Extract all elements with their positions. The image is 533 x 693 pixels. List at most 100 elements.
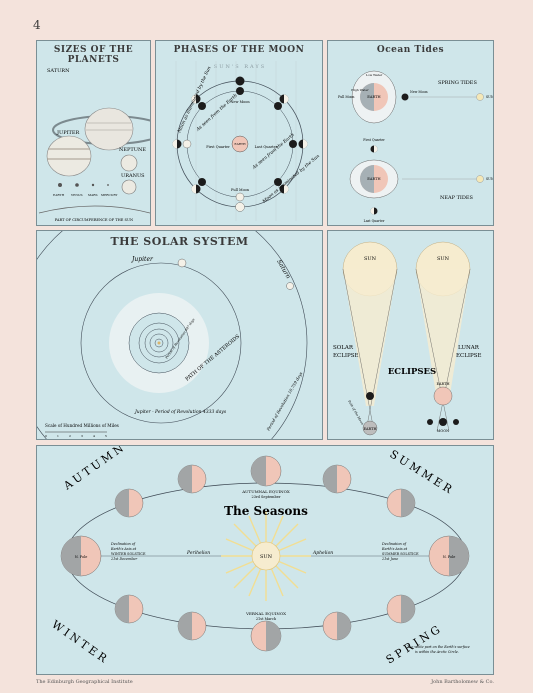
solar-system-panel: THE SOLAR SYSTEM Jupiter Saturn PATH OF …	[36, 230, 323, 440]
seasons-figure: SUN The Seasons AUTUMNAL EQUINOX 23rd Se…	[49, 446, 470, 667]
solar-earth	[362, 420, 378, 436]
footer-left: The Edinburgh Geographical Institute	[36, 679, 133, 685]
jupiter-label: JUPITER	[56, 130, 80, 136]
moon-title: PHASES OF THE MOON	[173, 45, 305, 55]
svg-text:21st June: 21st June	[381, 557, 398, 561]
solar-moon	[366, 392, 374, 400]
page-number: 4	[33, 18, 41, 32]
perihelion-label: Perihelion	[186, 550, 210, 556]
lunar-sun-label: SUN	[437, 256, 450, 262]
saturn-period-label: Period of Revolution 10,759 days	[265, 371, 303, 432]
planets-title: SIZES OF THE PLANETS	[53, 45, 134, 65]
scale-tick: 4	[93, 434, 95, 438]
neap-tides-label: NEAP TIDES	[440, 195, 474, 201]
autumnal-equinox-date: 23rd September	[252, 495, 281, 499]
small-planet-label: MERCURY	[101, 193, 118, 197]
svg-text:Earth's Axis at: Earth's Axis at	[110, 547, 137, 551]
lunar-earth	[433, 386, 453, 406]
spring-earth-label: EARTH	[367, 95, 380, 99]
earth-label: EARTH	[234, 142, 246, 146]
outer-right-label: Moon as illuminated by the Sun	[261, 153, 321, 205]
last-quarter-label: Last Quarter	[255, 145, 278, 149]
seasons-sun-label: SUN	[260, 554, 273, 560]
spring-new-moon-label: New Moon	[410, 90, 428, 94]
solar-eclipse-label: SOLAR	[333, 345, 354, 351]
spring-moon	[401, 93, 409, 101]
scale-tick: 0	[45, 434, 47, 438]
aphelion-label: Aphelion	[312, 550, 333, 556]
scale-label: Scale of Hundred Millions of Miles	[45, 423, 119, 428]
svg-text:Declination of: Declination of	[381, 542, 407, 546]
saturn-planet	[84, 107, 134, 151]
scale-tick: 1	[57, 434, 59, 438]
earth-center	[231, 135, 249, 153]
inner-left-label: As seen from the Earth	[195, 93, 239, 134]
lunar-moon-label: MOON	[437, 429, 449, 433]
neap-sun-label: SUN	[486, 177, 494, 181]
solar-title: THE SOLAR SYSTEM	[110, 235, 249, 248]
sun-rays-label: SUN'S RAYS	[214, 64, 266, 70]
sun-circumference-note: PART OF CIRCUMFERENCE OF THE SUN	[55, 218, 133, 222]
vernal-equinox-date: 21st March	[256, 617, 277, 621]
footnote-line: The white part on the Earth's surface	[407, 645, 470, 649]
vernal-equinox-label: VERNAL EQUINOX	[245, 611, 286, 616]
eclipses-title: ECLIPSES	[388, 367, 436, 377]
sun-dot	[157, 341, 161, 345]
winter-solstice-note: Declination of Earth's Axis at WINTER SO…	[110, 542, 146, 561]
left-globe-label: N. Pole	[75, 555, 88, 559]
sun-arc	[38, 205, 150, 214]
inner-right-label: As seen from the Earth	[251, 132, 296, 171]
neap-first-quarter: First Quarter	[363, 138, 385, 142]
solar-earth-label: EARTH	[363, 427, 376, 431]
moon-phases-panel: PHASES OF THE MOON SUN'S RAYS EARTH Ne	[155, 40, 323, 226]
winter-label: WINTER	[49, 618, 111, 667]
autumnal-equinox-label: AUTUMNAL EQUINOX	[241, 489, 290, 494]
svg-text:WINTER SOLSTICE: WINTER SOLSTICE	[111, 552, 146, 556]
lunar-moon	[439, 418, 447, 426]
eclipses-panel: SUN SUN EARTH EARTH MOON SOLAR ECLIPSE L…	[327, 230, 494, 440]
seasons-sun	[251, 541, 281, 571]
earth-dot	[58, 183, 62, 187]
solar-eclipse-label: ECLIPSE	[333, 353, 359, 359]
moon-phase-set	[172, 76, 308, 212]
lunar-eclipse-label: ECLIPSE	[456, 353, 482, 359]
planets-panel: SIZES OF THE PLANETS SATURN JUPITER NEPT…	[36, 40, 151, 226]
lunar-earth-label: EARTH	[436, 382, 449, 386]
new-moon-label: New Moon	[230, 100, 250, 104]
jupiter-period-label: Jupiter - Period of Revolution 4333 days	[134, 409, 227, 415]
svg-text:21st December: 21st December	[110, 557, 138, 561]
scale-tick: 5	[105, 434, 107, 438]
neap-sun	[476, 175, 484, 183]
full-moon-label: Full Moon	[231, 188, 250, 192]
small-planet-label: VENUS	[70, 193, 83, 197]
tides-figure: EARTH Full Moon New Moon SUN SPRING TIDE…	[338, 70, 494, 223]
mercury-dot	[107, 184, 109, 186]
spring-tides-label: SPRING TIDES	[438, 80, 477, 86]
spring-sun	[476, 93, 484, 101]
svg-text:SUMMER SOLSTICE: SUMMER SOLSTICE	[382, 552, 419, 556]
saturn-orbit	[37, 231, 308, 439]
neptune-planet	[120, 154, 138, 172]
uranus-planet	[121, 179, 137, 195]
saturn-planet	[286, 282, 294, 290]
svg-text:Earth's Axis at: Earth's Axis at	[381, 547, 408, 551]
ocean-tides-panel: Ocean Tides EARTH Full Moon New Moon SUN…	[327, 40, 494, 226]
scale-tick: 2	[69, 434, 71, 438]
neptune-label: NEPTUNE	[119, 147, 146, 153]
svg-text:Declination of: Declination of	[110, 542, 136, 546]
mars-dot	[91, 183, 95, 187]
lunar-eclipse-label: LUNAR	[458, 345, 480, 351]
eclipses-figure: SUN SUN EARTH EARTH MOON SOLAR ECLIPSE L…	[333, 241, 482, 436]
first-quarter-label: First Quarter	[206, 145, 230, 149]
jupiter-planet	[46, 135, 92, 177]
path-of-moon-label: Path of the Moon	[347, 399, 365, 426]
scale-tick: 3	[81, 434, 83, 438]
saturn-label: SATURN	[47, 68, 70, 74]
solar-figure: Jupiter Saturn PATH OF THE ASTEROIDS Per…	[37, 231, 308, 439]
small-planet-label: MARS	[88, 193, 98, 197]
right-globe-label: N. Pole	[443, 555, 456, 559]
saturn-label: Saturn	[275, 259, 291, 281]
small-planet-label: EARTH	[53, 193, 65, 197]
seasons-title: The Seasons	[224, 504, 308, 518]
earth-globes	[60, 455, 470, 652]
